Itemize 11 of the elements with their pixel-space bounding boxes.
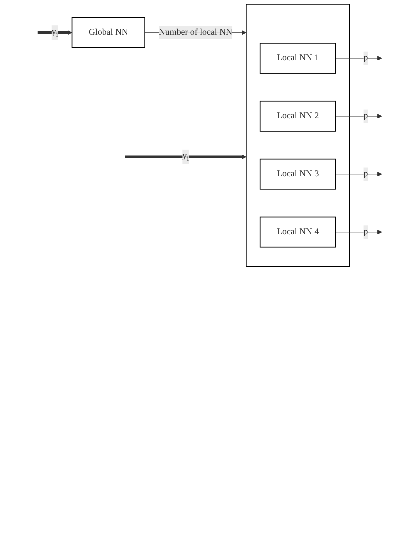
process-box: Local NN 3 [260, 158, 336, 190]
input-arrow [125, 154, 247, 160]
arrow [336, 172, 382, 177]
process-box: Local NN 1 [260, 43, 336, 74]
arrow [336, 56, 382, 61]
process-box: Local NN 4 [260, 216, 336, 248]
process-box: Local NN 2 [260, 100, 336, 132]
process-box: Global NN [72, 17, 146, 48]
arrow [336, 114, 382, 119]
arrow [336, 230, 382, 235]
input-arrow [38, 30, 72, 36]
